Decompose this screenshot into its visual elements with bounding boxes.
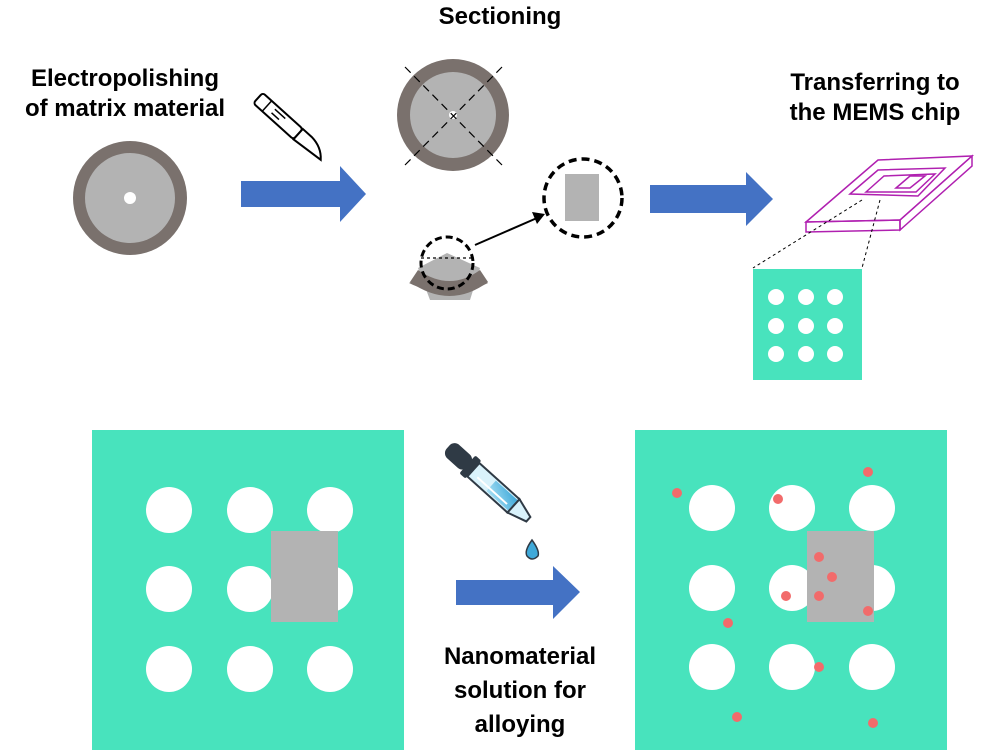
sectioning-label: Sectioning (438, 3, 562, 30)
sample-lamella-alloyed (807, 531, 874, 622)
transferring-label-line1: Transferring to (790, 69, 960, 96)
chip-window-before (92, 430, 404, 750)
transferring-label-line2: the MEMS chip (789, 99, 961, 126)
sectioned-disc (397, 59, 509, 171)
zoom-lines (752, 199, 881, 269)
nanomaterial-label-line3: alloying (474, 711, 566, 738)
electropolishing-label-line1: Electropolishing (30, 65, 219, 92)
mems-chip (803, 154, 975, 233)
process-arrow-3 (456, 566, 580, 619)
transferring-label: Transferring to the MEMS chip (760, 68, 981, 128)
chip-window-after (635, 430, 947, 750)
matrix-disc (73, 141, 187, 255)
electropolishing-label: Electropolishing of matrix material (0, 64, 250, 124)
magnify-arrow (474, 212, 545, 246)
sample-lamella (271, 531, 338, 622)
process-arrow-2 (650, 172, 773, 226)
process-arrow-1 (241, 166, 366, 222)
magnified-sample (542, 157, 624, 239)
chip-window-small (753, 269, 862, 380)
dropper-icon (444, 443, 540, 560)
nanomaterial-label-line2: solution for (454, 677, 586, 704)
electropolishing-label-line2: of matrix material (24, 95, 226, 122)
disc-sector (409, 235, 488, 300)
nanomaterial-label-line1: Nanomaterial (443, 643, 597, 670)
nanomaterial-label: Nanomaterial solution for alloying (420, 640, 620, 742)
nanoparticles (672, 467, 878, 728)
scalpel-icon (253, 93, 322, 162)
